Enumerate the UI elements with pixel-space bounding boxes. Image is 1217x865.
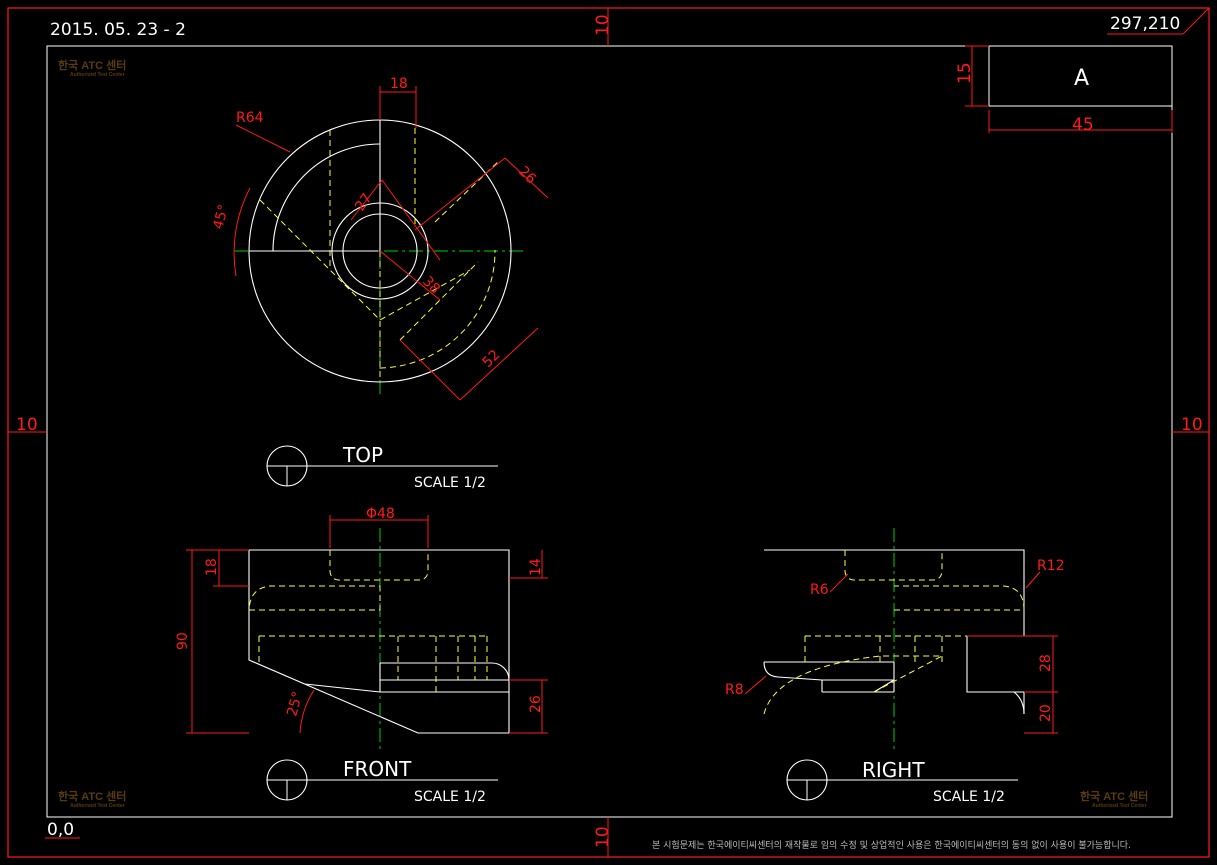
origin-label: 0,0 bbox=[47, 820, 74, 840]
title-block-letter: A bbox=[1074, 66, 1089, 91]
right-view-label: RIGHT SCALE 1/2 bbox=[786, 758, 1018, 805]
dim-top-52: 52 bbox=[480, 347, 504, 371]
watermark-name: 한국 ATC 센터 bbox=[1080, 789, 1148, 803]
title-block: A 15 45 bbox=[955, 45, 1173, 135]
dim-right-r6: R6 bbox=[810, 582, 829, 598]
right-view: R6 R12 R8 28 20 bbox=[725, 528, 1065, 752]
dim-front-14: 14 bbox=[528, 558, 544, 576]
front-hidden-lines bbox=[248, 550, 488, 692]
watermark-bottom-left: 한국 ATC 센터 Authorized Test Center bbox=[58, 789, 126, 809]
top-object-lines bbox=[248, 119, 512, 383]
dim-right-28: 28 bbox=[1038, 654, 1054, 672]
dim-top-38: 38 bbox=[419, 274, 443, 298]
dim-front-phi48: Φ48 bbox=[366, 506, 395, 522]
watermark-top-left: 한국 ATC 센터 Authorized Test Center bbox=[58, 58, 126, 78]
top-view-title: TOP bbox=[342, 443, 383, 467]
dim-front-25deg: 25° bbox=[284, 690, 306, 718]
dim-top-45deg: 45° bbox=[210, 203, 232, 231]
dim-front-26: 26 bbox=[528, 695, 544, 713]
margin-dimensions bbox=[8, 7, 1210, 857]
margin-top-dim: 10 bbox=[593, 14, 613, 36]
front-view-scale: SCALE 1/2 bbox=[414, 789, 486, 805]
margin-bottom-dim: 10 bbox=[593, 826, 613, 848]
watermark-name: 한국 ATC 센터 bbox=[58, 58, 126, 72]
top-view: R64 18 27 26 38 52 45° bbox=[210, 76, 549, 401]
dim-right-r8: R8 bbox=[725, 682, 744, 698]
dim-r64: R64 bbox=[236, 110, 264, 126]
watermark-bottom-right: 한국 ATC 센터 Authorized Test Center bbox=[1080, 789, 1148, 809]
dim-right-r12: R12 bbox=[1037, 558, 1065, 574]
front-view-label: FRONT SCALE 1/2 bbox=[266, 757, 498, 805]
right-view-scale: SCALE 1/2 bbox=[933, 789, 1005, 805]
footer-notice: 본 시험문제는 한국에이티씨센터의 재작물로 임의 수정 및 상업적인 사용은 … bbox=[652, 839, 1131, 851]
top-view-scale: SCALE 1/2 bbox=[414, 475, 486, 491]
right-dimension-lines bbox=[744, 571, 1058, 734]
dim-front-18: 18 bbox=[204, 558, 220, 576]
front-dimension-lines bbox=[186, 515, 548, 734]
top-dimension-lines bbox=[233, 86, 549, 401]
title-block-height-dim: 15 bbox=[955, 62, 975, 84]
right-hidden-lines bbox=[763, 550, 1025, 715]
dim-right-20: 20 bbox=[1038, 704, 1054, 722]
margin-right-dim: 10 bbox=[1181, 415, 1203, 435]
front-view-title: FRONT bbox=[343, 757, 412, 781]
right-view-title: RIGHT bbox=[862, 758, 925, 782]
date-label: 2015. 05. 23 - 2 bbox=[50, 20, 186, 40]
outer-sheet-frame bbox=[7, 7, 1210, 858]
dim-top-26: 26 bbox=[515, 164, 539, 188]
dim-top-18: 18 bbox=[390, 76, 408, 92]
top-view-label: TOP SCALE 1/2 bbox=[266, 443, 498, 491]
watermark-tagline: Authorized Test Center bbox=[70, 72, 125, 78]
title-block-width-dim: 45 bbox=[1072, 115, 1094, 135]
watermark-tagline: Authorized Test Center bbox=[1092, 803, 1147, 809]
dim-front-90: 90 bbox=[175, 632, 191, 650]
top-hidden-lines bbox=[259, 128, 501, 380]
front-view: Φ48 18 90 14 26 25° bbox=[175, 506, 548, 752]
watermark-name: 한국 ATC 센터 bbox=[58, 789, 126, 803]
dim-top-27: 27 bbox=[352, 191, 375, 215]
margin-left-dim: 10 bbox=[16, 415, 38, 435]
sheet-size-label: 297,210 bbox=[1110, 14, 1180, 34]
watermark-tagline: Authorized Test Center bbox=[70, 803, 125, 809]
drawing-border bbox=[46, 45, 1173, 818]
